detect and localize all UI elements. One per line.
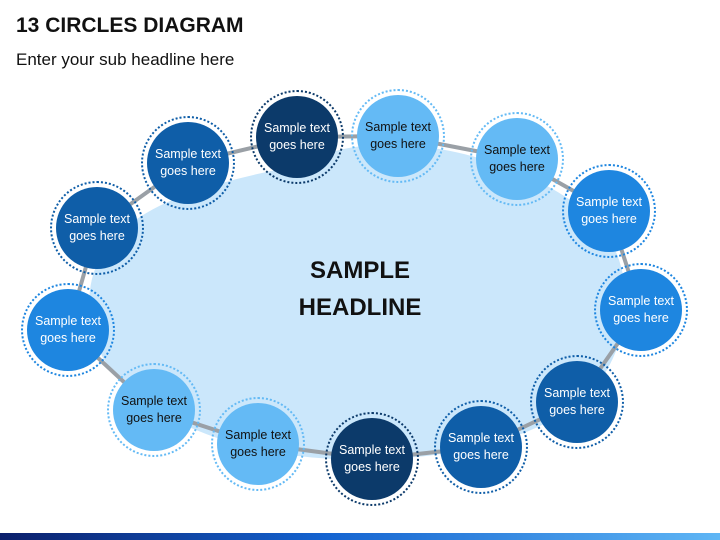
circle-label: Sample text goes here (364, 120, 431, 151)
circle-10: Sample text goes here (107, 363, 201, 457)
circle-label: Sample text goes here (575, 195, 642, 226)
circle-label: Sample text goes here (154, 147, 221, 178)
circle-label: Sample text goes here (34, 314, 101, 345)
circle-11: Sample text goes here (21, 283, 115, 377)
circle-label: Sample text goes here (338, 443, 405, 474)
circle-3: Sample text goes here (470, 112, 564, 206)
circle-12: Sample text goes here (50, 181, 144, 275)
circle-label: Sample text goes here (543, 386, 610, 417)
page-subtitle: Enter your sub headline here (16, 50, 235, 69)
circle-label: Sample text goes here (224, 428, 291, 459)
circle-5: Sample text goes here (594, 263, 688, 357)
circle-label: Sample text goes here (120, 394, 187, 425)
page-title: 13 CIRCLES DIAGRAM (16, 14, 244, 37)
circle-9: Sample text goes here (211, 397, 305, 491)
circle-label: Sample text goes here (607, 294, 674, 325)
circle-6: Sample text goes here (530, 355, 624, 449)
circle-label: Sample text goes here (447, 431, 514, 462)
center-area (89, 144, 626, 460)
circle-label: Sample text goes here (263, 121, 330, 152)
circle-label: Sample text goes here (483, 143, 550, 174)
circle-2: Sample text goes here (351, 89, 445, 183)
circle-8: Sample text goes here (325, 412, 419, 506)
circle-4: Sample text goes here (562, 164, 656, 258)
circle-1: Sample text goes here (250, 90, 344, 184)
circle-13: Sample text goes here (141, 116, 235, 210)
center-headline: SAMPLE HEADLINE (298, 257, 422, 321)
circle-label: Sample text goes here (63, 212, 130, 243)
circle-7: Sample text goes here (434, 400, 528, 494)
footer-bar (0, 533, 720, 540)
